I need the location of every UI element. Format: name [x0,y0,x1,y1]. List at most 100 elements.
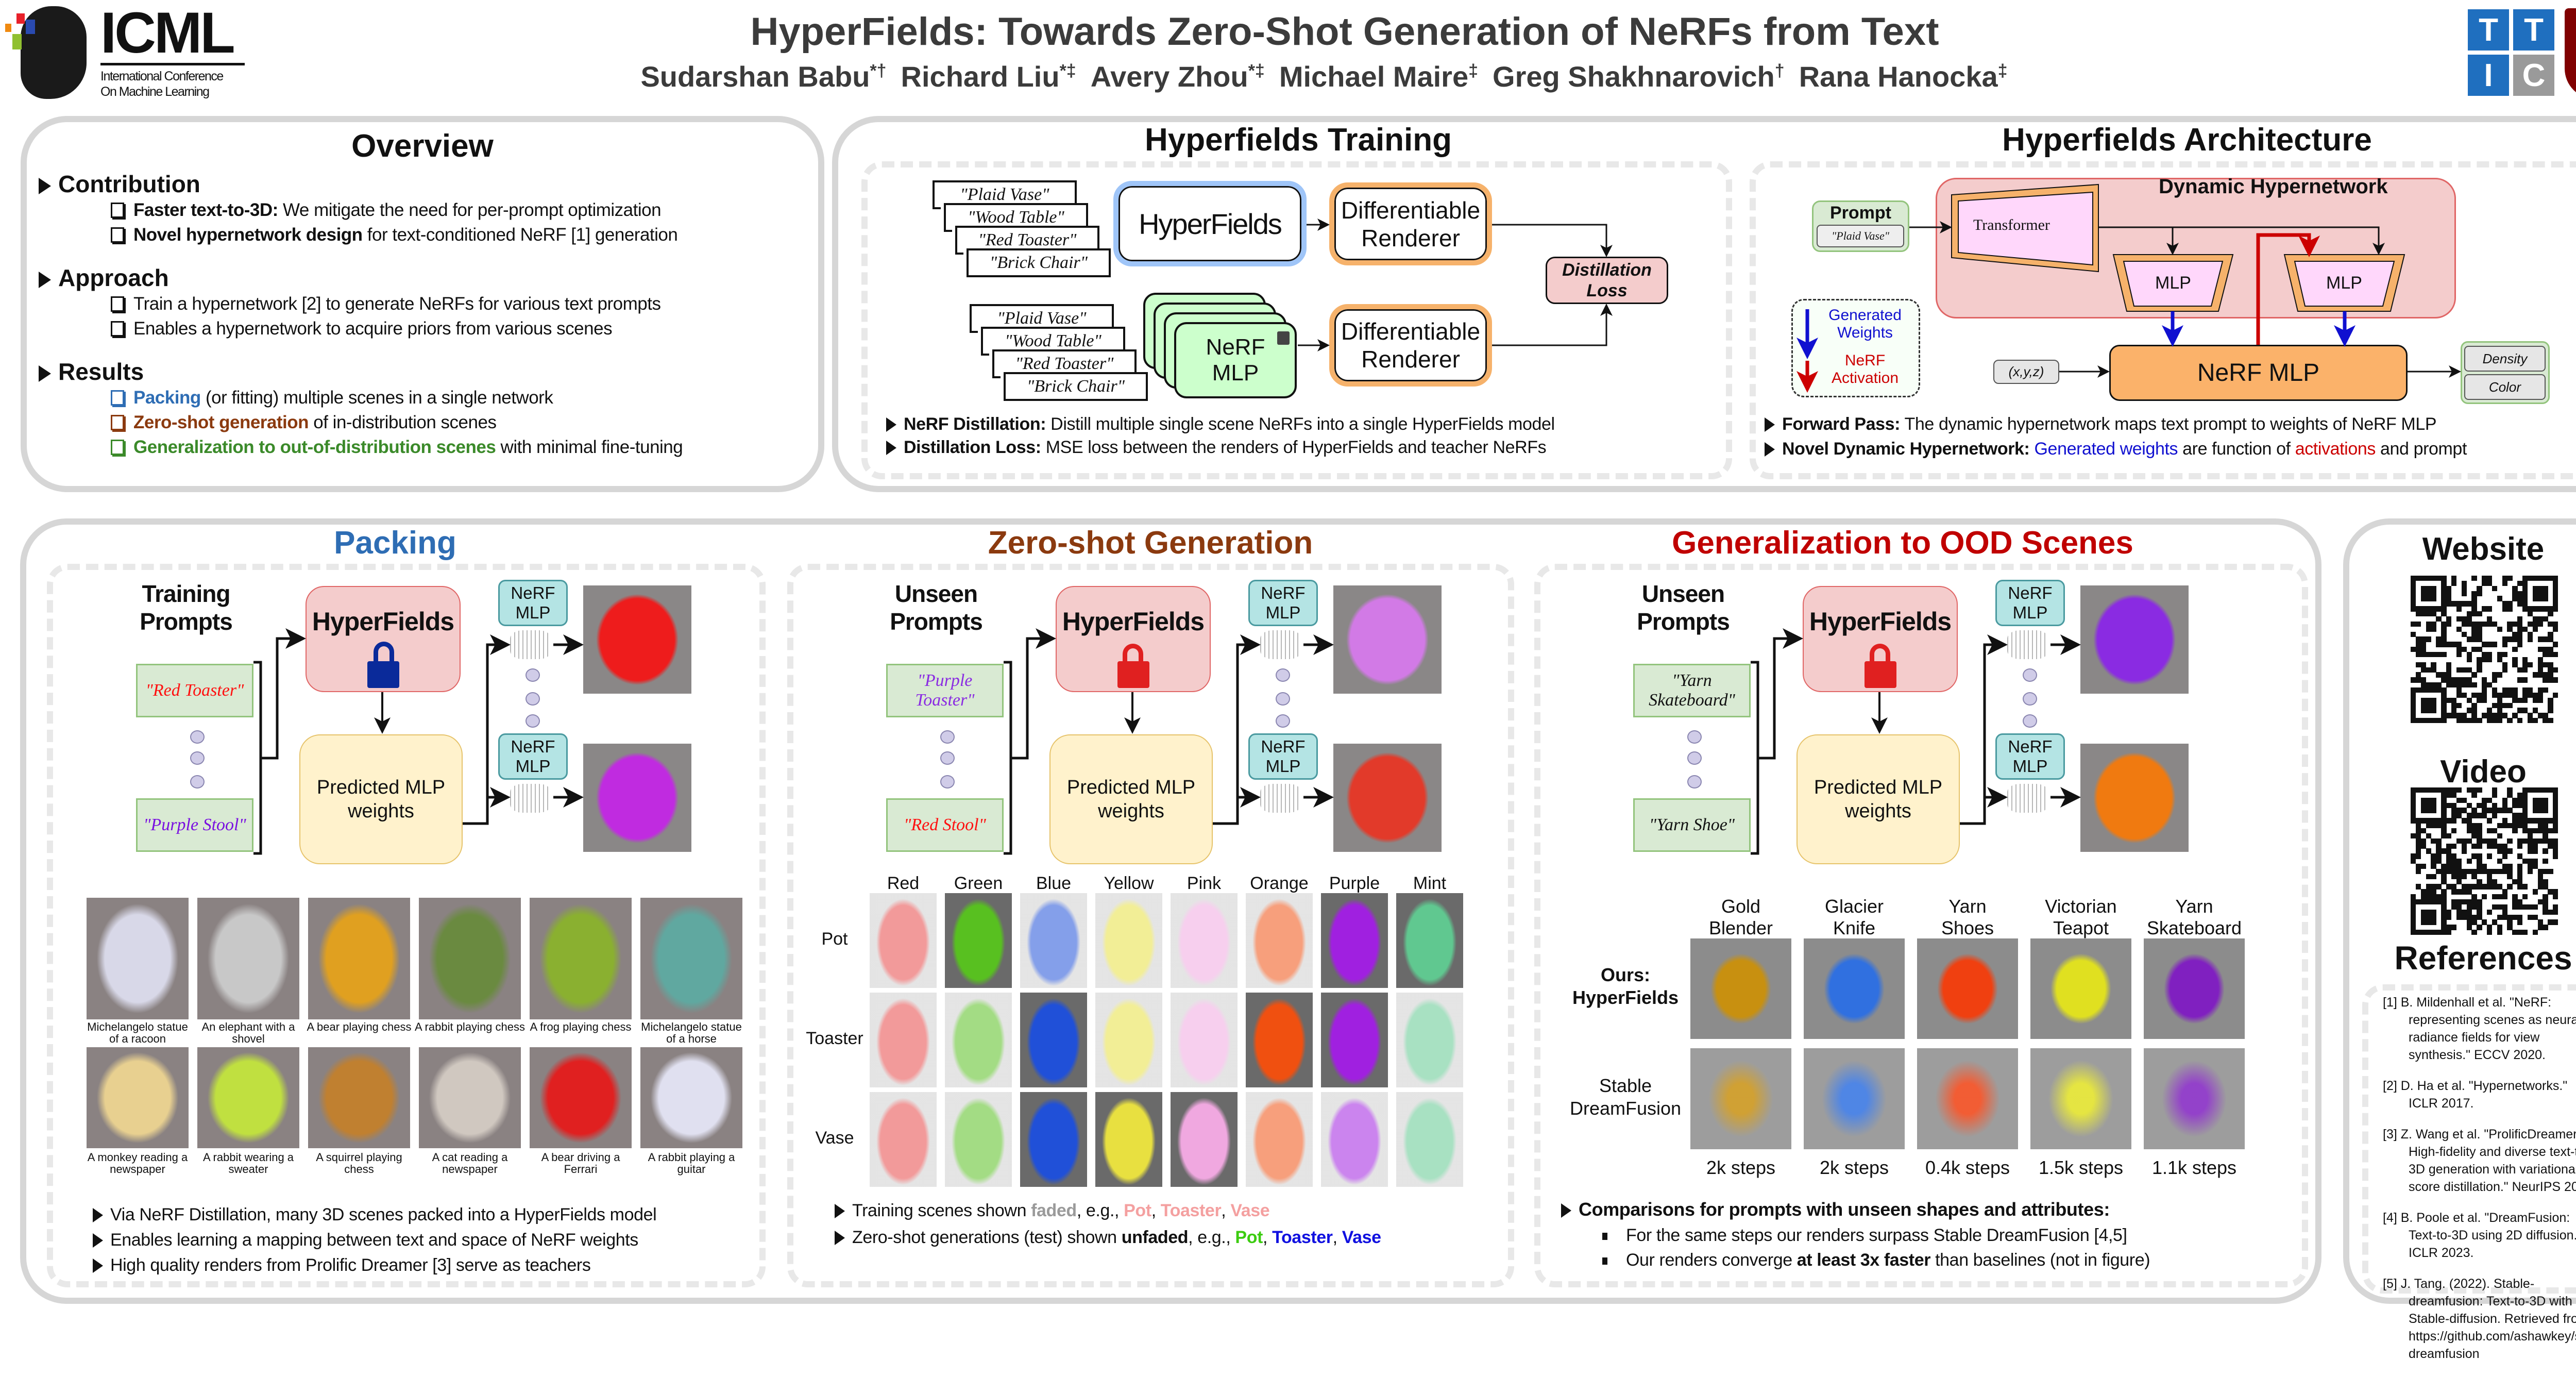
steps-label: 0.4k steps [1925,1157,2010,1178]
qr-module [2446,672,2452,678]
qr-module [2461,914,2467,920]
qr-module [2512,687,2518,693]
ellipsis-dot [2023,668,2037,682]
qr-module [2553,843,2558,849]
qr-module [2492,787,2498,793]
qr-module [2420,899,2427,905]
gallery-image [308,898,410,1019]
qr-module [2543,823,2548,829]
method-row-line: HyperFields [1572,987,1679,1008]
qr-module [2477,828,2482,834]
qr-module [2415,868,2421,875]
qr-module [2411,808,2416,813]
qr-module [2420,702,2427,708]
qr-module [2507,606,2513,612]
neural-net-icon [1260,784,1301,813]
qr-module [2471,692,2477,698]
gallery-caption: A cat reading a newspaper [432,1151,508,1176]
qr-module [2411,580,2416,586]
qr-module [2537,636,2543,642]
qr-module [2426,687,2431,693]
qr-module [2411,802,2416,808]
qr-module [2522,823,2528,829]
loss-label: Loss [1586,281,1628,300]
checkbox-icon [111,203,124,218]
overview-heading: Results [39,358,144,385]
ood-prompt-line: Victorian [2045,896,2117,917]
qr-module [2456,899,2462,905]
qr-module [2482,863,2487,869]
qr-module [2502,823,2507,829]
qr-module [2512,697,2518,703]
packing-box [47,564,766,1287]
nerf-label: MLP [1265,603,1301,622]
color-column-label: Purple [1329,874,1380,893]
gallery-image [197,1047,299,1148]
text-segment: Pot [1235,1228,1263,1247]
qr-module [2477,631,2482,637]
qr-module [2415,672,2421,678]
qr-module [2502,576,2507,581]
qr-module [2456,787,2462,793]
qr-module [2486,868,2493,875]
qr-module [2451,859,2457,864]
qr-module [2543,713,2548,718]
text-segment: activations [2295,439,2376,459]
qr-module [2441,818,2447,824]
qr-module [2411,818,2416,824]
qr-module [2451,889,2457,895]
legend-text: Activation [1831,370,1899,387]
qr-module [2426,874,2431,880]
qr-module [2543,848,2548,854]
qr-module [2415,576,2421,581]
qr-module [2507,868,2513,875]
qr-module [2517,621,2523,627]
color-column-label: Green [954,874,1003,893]
qr-module [2431,621,2436,627]
density-output: Density [2464,346,2546,372]
overview-title: Overview [351,128,494,164]
hyperfields-label: HyperFields [312,607,454,636]
qr-module [2446,914,2452,920]
qr-module [2426,682,2431,688]
qr-module [2527,611,2533,617]
qr-module [2543,596,2548,601]
website-qr-code[interactable] [2411,576,2558,725]
video-qr-code[interactable] [2411,787,2558,937]
architecture-box [1750,161,2576,479]
prompts-label-line: Unseen [1641,580,1725,607]
qr-module [2466,697,2472,703]
legend-text: Generated [1828,307,1902,324]
qr-module [2517,792,2523,798]
qr-module [2486,828,2493,834]
gallery-caption: An elephant with a shovel [201,1020,295,1045]
qr-module [2420,677,2427,683]
bullet-arrow-icon [93,1258,103,1273]
text-segment: unfaded [1121,1228,1189,1247]
qr-module [2461,591,2467,596]
qr-module [2486,606,2493,612]
qr-module [2436,606,2442,612]
qr-module [2492,621,2498,627]
qr-module [2456,808,2462,813]
legend-text: NeRF [1844,352,1886,369]
qr-module [2426,596,2431,601]
qr-module [2420,802,2427,808]
ood-prompt-line: Blender [1708,917,1773,938]
qr-module [2482,802,2487,808]
qr-module [2426,848,2431,854]
ellipsis-dot [1276,668,1290,682]
qr-module [2543,808,2548,813]
author-affiliation: ‡ [1468,61,1479,81]
prompt-text: "Red Stool" [904,815,986,834]
neural-net-icon [510,784,551,813]
qr-module [2420,838,2427,844]
qr-module [2543,894,2548,900]
qr-module [2527,863,2533,869]
author-affiliation: *‡ [1248,61,1265,81]
overview-heading: Approach [39,264,169,292]
qr-module [2482,838,2487,844]
qr-module [2537,585,2543,592]
steps-label: 1.1k steps [2151,1157,2237,1178]
